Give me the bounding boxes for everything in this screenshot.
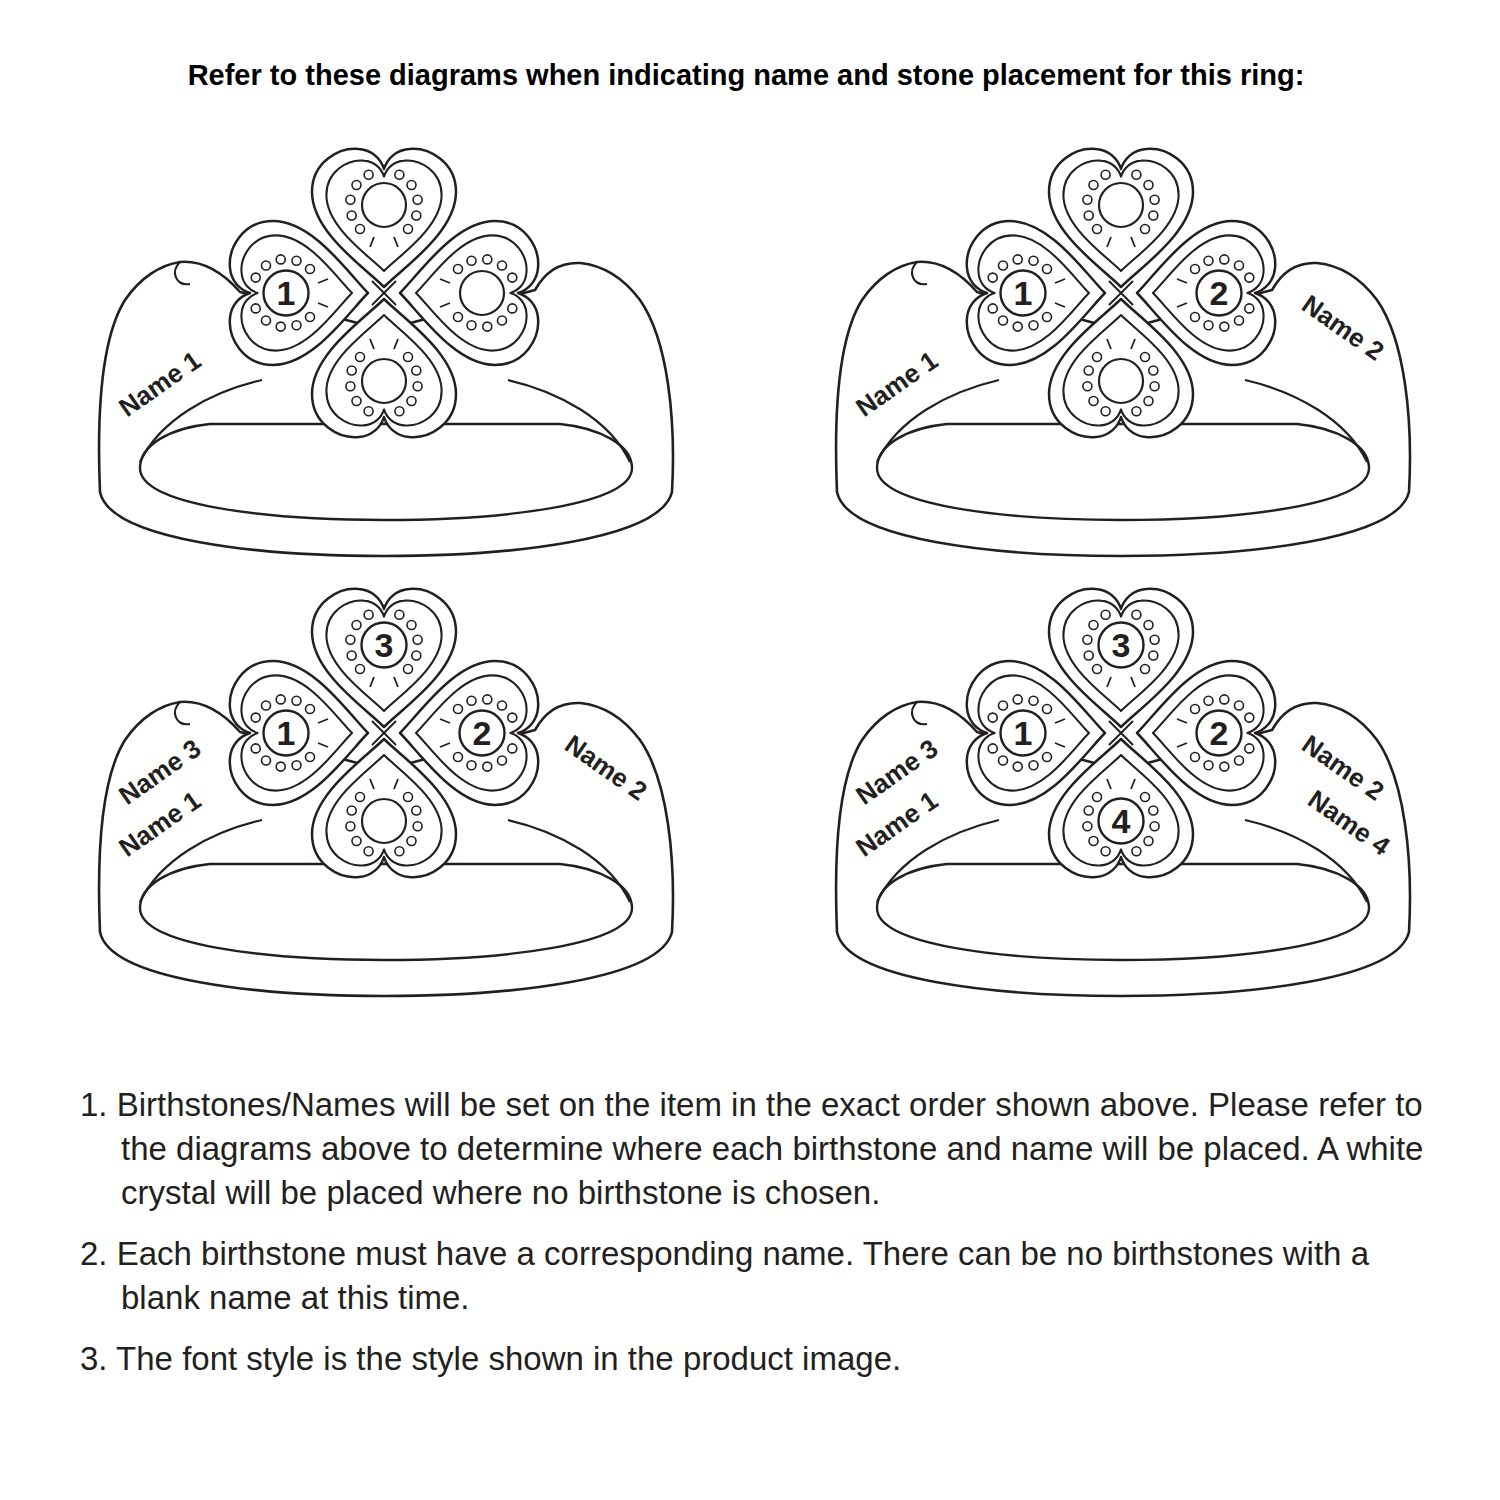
stone-circle bbox=[1001, 711, 1046, 756]
callout-number: 2 bbox=[473, 716, 492, 750]
stone-number: 1 bbox=[262, 709, 310, 757]
stone-circle bbox=[1197, 711, 1242, 756]
callout-number: 1 bbox=[1014, 276, 1033, 310]
callout-number: 1 bbox=[277, 716, 296, 750]
engraved-name: Name 1 bbox=[112, 345, 207, 424]
instruction-note: 2. Each birthstone must have a correspon… bbox=[80, 1232, 1428, 1320]
callout-number: 2 bbox=[1210, 276, 1229, 310]
stone-number: 4 bbox=[1097, 797, 1145, 845]
stone-number: 1 bbox=[999, 709, 1047, 757]
stone-circle bbox=[460, 711, 505, 756]
stone-circle bbox=[1001, 271, 1046, 316]
stone-number: 3 bbox=[360, 621, 408, 669]
stone-circle bbox=[1099, 799, 1144, 844]
stone-number: 2 bbox=[1195, 709, 1243, 757]
ring-diagram bbox=[99, 589, 673, 996]
instruction-note: 3. The font style is the style shown in … bbox=[80, 1337, 1428, 1381]
heading: Refer to these diagrams when indicating … bbox=[0, 57, 1492, 93]
engraved-name: Name 2 bbox=[1295, 289, 1390, 368]
callout-number: 3 bbox=[1112, 628, 1131, 662]
instruction-note: 1. Birthstones/Names will be set on the … bbox=[80, 1083, 1428, 1215]
stone-circle bbox=[264, 711, 309, 756]
callout-number: 1 bbox=[277, 276, 296, 310]
stone-number: 1 bbox=[999, 269, 1047, 317]
stone-circle bbox=[1099, 623, 1144, 668]
ring-diagram bbox=[836, 589, 1410, 996]
callout-number: 1 bbox=[1014, 716, 1033, 750]
ring-diagram bbox=[836, 149, 1410, 556]
ring-diagram bbox=[99, 149, 673, 556]
callout-number: 3 bbox=[375, 628, 394, 662]
engraved-name: Name 2 bbox=[558, 729, 653, 808]
stone-number: 2 bbox=[1195, 269, 1243, 317]
stone-number: 2 bbox=[458, 709, 506, 757]
stone-number: 1 bbox=[262, 269, 310, 317]
callout-number: 4 bbox=[1112, 804, 1131, 838]
engraved-name: Name 1 bbox=[849, 345, 944, 424]
callout-number: 2 bbox=[1210, 716, 1229, 750]
stone-circle bbox=[362, 623, 407, 668]
stone-circle bbox=[1197, 271, 1242, 316]
stone-number: 3 bbox=[1097, 621, 1145, 669]
stone-circle bbox=[264, 271, 309, 316]
